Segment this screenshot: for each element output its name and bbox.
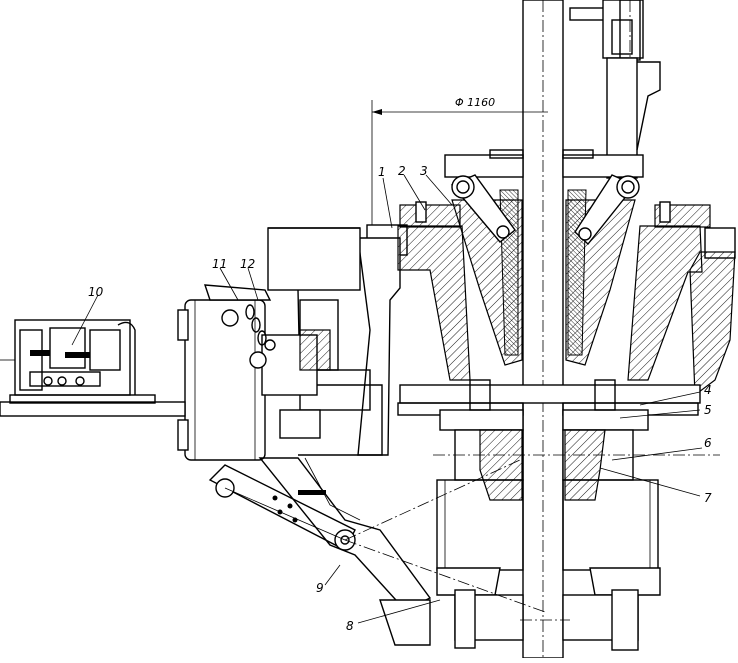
control-panel (0, 319, 186, 417)
top-rod-assembly (569, 0, 661, 180)
callout-4: 4 (704, 383, 712, 397)
dimension-label: Φ 1160 (455, 96, 495, 109)
callout-6: 6 (704, 436, 712, 450)
callout-3: 3 (420, 164, 428, 178)
callout-10: 10 (88, 285, 104, 299)
dimension-diameter: Φ 1160 (371, 96, 548, 240)
callout-labels: 1 2 3 4 5 6 7 8 9 10 11 12 (88, 164, 712, 633)
lower-body (436, 479, 661, 651)
callout-1: 1 (378, 165, 386, 179)
leader-lines (71, 174, 703, 624)
drive-unit (177, 284, 331, 461)
callout-11: 11 (212, 257, 227, 271)
callout-2: 2 (398, 164, 406, 178)
callout-5: 5 (704, 403, 712, 417)
construction-lines (344, 459, 546, 613)
upper-housing (357, 149, 736, 456)
central-shaft (522, 0, 564, 659)
callout-12: 12 (240, 257, 255, 271)
lever-arm (208, 457, 432, 646)
callout-8: 8 (346, 619, 354, 633)
callout-9: 9 (316, 581, 324, 595)
callout-7: 7 (704, 491, 712, 505)
gear-section (433, 379, 720, 501)
